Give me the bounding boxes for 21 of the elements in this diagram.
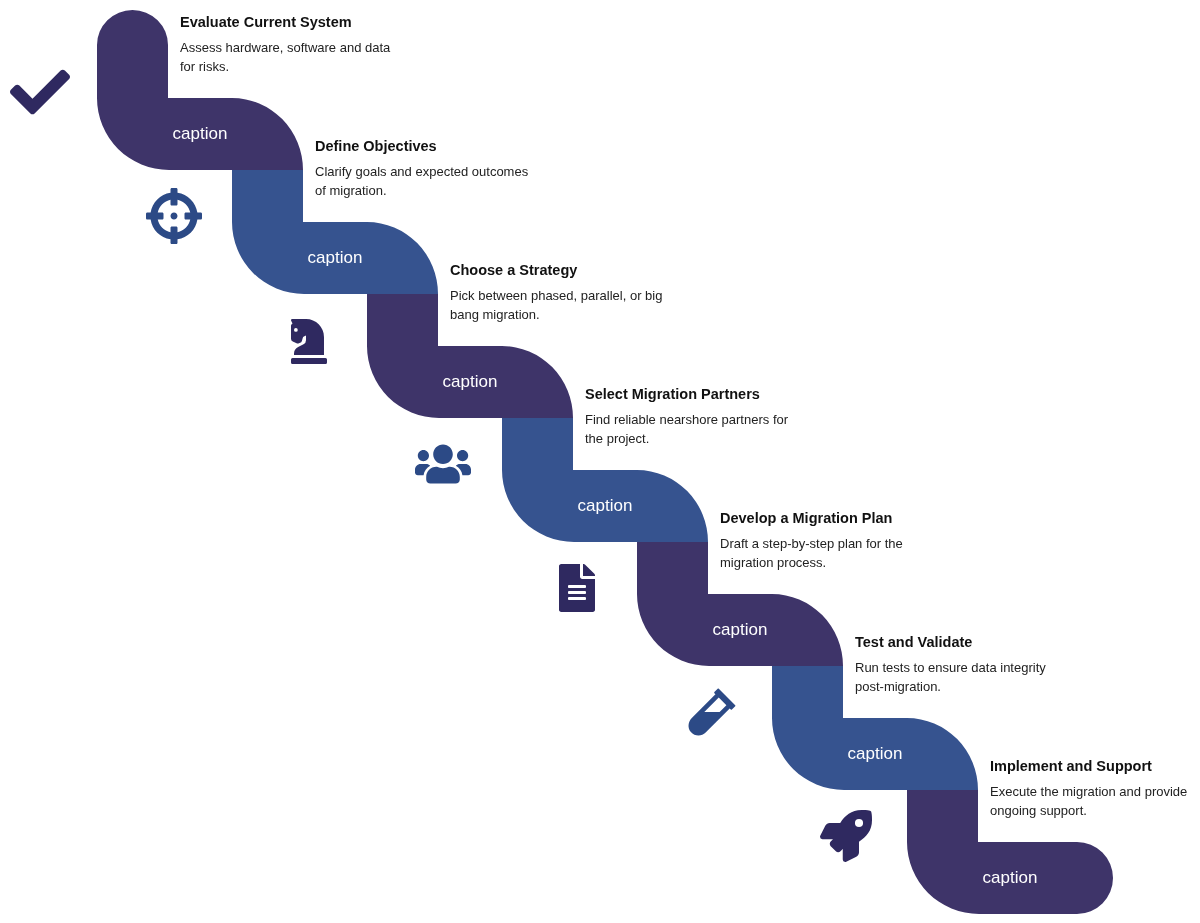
step-caption: caption (846, 744, 904, 764)
step-caption: caption (711, 620, 769, 640)
step-description: Pick between phased, parallel, or big bang migration. (450, 287, 664, 324)
step-caption: caption (306, 248, 364, 268)
step-description: Draft a step-by-step plan for the migration process. (720, 535, 904, 572)
step-caption: caption (981, 868, 1039, 888)
step-description: Find reliable nearshore partners for the project. (585, 411, 790, 448)
step-caption: caption (576, 496, 634, 516)
step-description: Clarify goals and expected outcomes of migration. (315, 163, 530, 200)
step-title: Evaluate Current System (180, 14, 352, 30)
step-title: Select Migration Partners (585, 386, 760, 402)
step-title: Develop a Migration Plan (720, 510, 893, 526)
step-caption: caption (171, 124, 229, 144)
step-title: Implement and Support (990, 758, 1152, 774)
step-description: Assess hardware, software and data for risks. (180, 39, 392, 76)
step-title: Define Objectives (315, 138, 437, 154)
step-caption: caption (441, 372, 499, 392)
step-description: Execute the migration and provide ongoing support. (990, 783, 1189, 820)
step-title: Choose a Strategy (450, 262, 578, 278)
step-title: Test and Validate (855, 634, 973, 650)
step-description: Run tests to ensure data integrity post-migration. (855, 659, 1047, 696)
